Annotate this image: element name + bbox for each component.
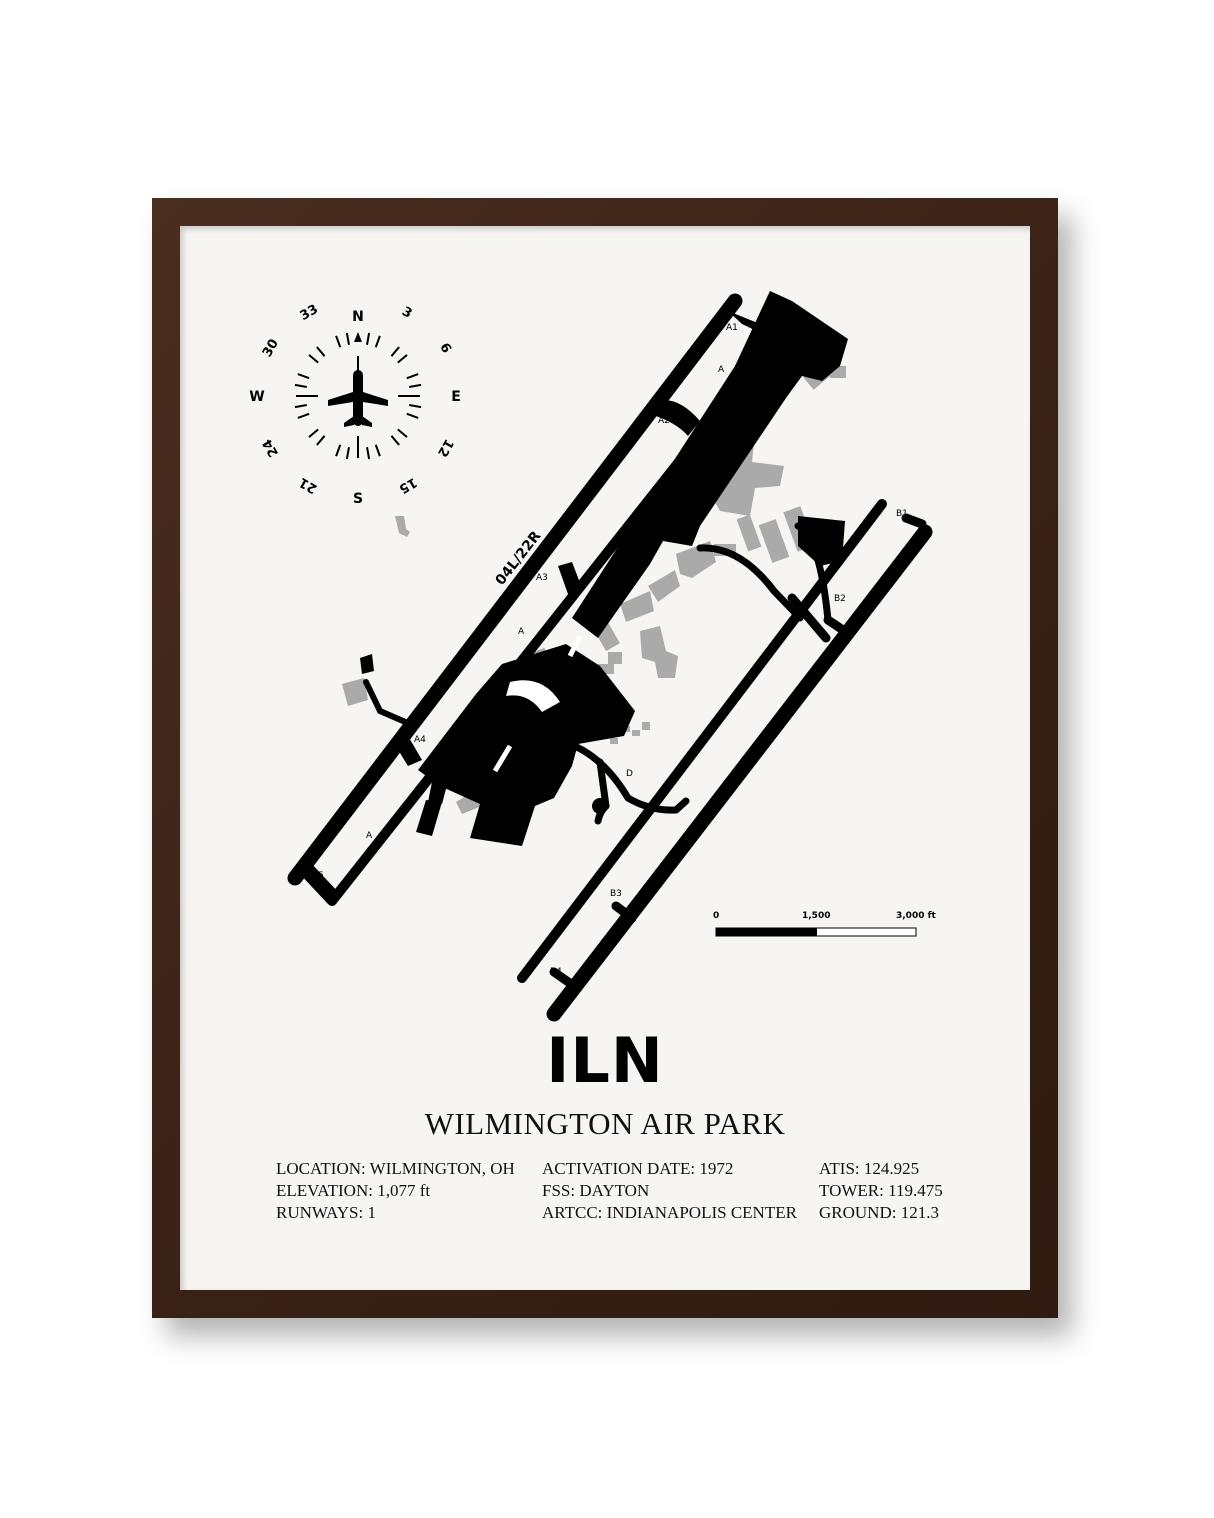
taxiway-connectors xyxy=(298,311,780,904)
compass-rose: N E S W 3 6 12 15 21 24 30 33 xyxy=(249,302,461,507)
info-tower: TOWER: 119.475 xyxy=(819,1181,943,1200)
compass-tick xyxy=(297,373,310,380)
north-pointer-icon xyxy=(354,332,362,342)
runway-04l-22r xyxy=(287,293,743,886)
compass-heading-3: 3 xyxy=(399,304,414,322)
compass-tick xyxy=(406,373,419,380)
compass-tick xyxy=(294,383,307,388)
compass-tick xyxy=(294,404,307,409)
compass-tick xyxy=(366,332,371,345)
taxiway-spur xyxy=(363,679,413,727)
taxiway-label-b4: B4 xyxy=(550,967,562,977)
compass-tick xyxy=(316,346,326,357)
airport-name: WILMINGTON AIR PARK xyxy=(424,1106,786,1141)
taxiway-label-d: D xyxy=(626,769,633,779)
compass-heading-12: 12 xyxy=(434,436,456,459)
airplane-icon xyxy=(328,370,388,427)
taxiway-label-a4: A4 xyxy=(414,735,426,745)
compass-tick xyxy=(316,435,326,446)
info-elevation: ELEVATION: 1,077 ft xyxy=(276,1181,431,1200)
taxiway-label-b: B xyxy=(730,697,736,707)
taxiway-label-a-mid: A xyxy=(518,627,525,637)
taxiway-label-b2: B2 xyxy=(834,594,846,604)
compass-tick xyxy=(397,428,408,438)
taxiway-label-a1: A1 xyxy=(726,323,738,333)
info-fss: FSS: DAYTON xyxy=(542,1181,650,1200)
airport-diagram: N E S W 3 6 12 15 21 24 30 33 xyxy=(249,291,937,1022)
info-column-2: ACTIVATION DATE: 1972 FSS: DAYTON ARTCC:… xyxy=(542,1158,797,1224)
compass-tick xyxy=(390,435,400,446)
taxiway-d xyxy=(556,522,832,825)
info-location: LOCATION: WILMINGTON, OH xyxy=(276,1159,515,1178)
picture-frame: N E S W 3 6 12 15 21 24 30 33 xyxy=(152,198,1058,1318)
info-atis: ATIS: 124.925 xyxy=(819,1159,920,1178)
compass-heading-21: 21 xyxy=(297,474,320,496)
compass-tick xyxy=(345,447,350,460)
info-ground: GROUND: 121.3 xyxy=(819,1203,939,1222)
compass-tick xyxy=(308,428,319,438)
info-activation-date: ACTIVATION DATE: 1972 xyxy=(542,1159,734,1178)
compass-heading-24: 24 xyxy=(260,436,282,459)
building xyxy=(395,516,410,537)
taxiway-label-b3: B3 xyxy=(610,889,622,899)
info-column-3: ATIS: 124.925 TOWER: 119.475 GROUND: 121… xyxy=(819,1158,943,1224)
compass-heading-15: 15 xyxy=(396,474,419,496)
compass-tick xyxy=(297,412,310,419)
compass-heading-6: 6 xyxy=(436,341,454,356)
apron-markings xyxy=(492,634,583,773)
compass-tick xyxy=(397,354,408,364)
compass-tick xyxy=(335,335,342,348)
compass-tick xyxy=(406,412,419,419)
taxiway-label-b1: B1 xyxy=(896,509,908,519)
taxiway-b-connectors xyxy=(549,513,927,991)
taxiway-label-a5: A5 xyxy=(312,871,324,881)
holding-pad xyxy=(592,798,608,814)
compass-heading-33: 33 xyxy=(298,302,321,324)
compass-tick xyxy=(366,447,371,460)
compass-heading-30: 30 xyxy=(260,337,282,360)
compass-tick xyxy=(345,332,350,345)
compass-tick xyxy=(390,346,400,357)
info-artcc: ARTCC: INDIANAPOLIS CENTER xyxy=(542,1203,797,1222)
compass-tick xyxy=(374,444,381,457)
compass-tick xyxy=(335,444,342,457)
compass-tick xyxy=(409,383,422,388)
info-runways: RUNWAYS: 1 xyxy=(276,1203,376,1222)
compass-south-label: S xyxy=(353,491,363,507)
taxiway-label-a-south: A xyxy=(366,831,373,841)
compass-tick xyxy=(308,354,319,364)
scale-bar: 0 1,500 3,000 ft xyxy=(713,911,937,937)
compass-west-label: W xyxy=(249,389,264,405)
compass-ticks xyxy=(294,332,422,460)
apron-island xyxy=(506,680,560,712)
compass-north-label: N xyxy=(352,309,364,325)
taxiway-label-a3: A3 xyxy=(536,573,548,583)
info-column-1: LOCATION: WILMINGTON, OH ELEVATION: 1,07… xyxy=(276,1158,515,1224)
poster-mat: N E S W 3 6 12 15 21 24 30 33 xyxy=(180,226,1030,1290)
scale-label-0: 0 xyxy=(713,911,719,921)
compass-tick xyxy=(374,335,381,348)
taxiway-label-a-north: A xyxy=(718,365,725,375)
runway-b xyxy=(546,524,933,1022)
scale-label-1500: 1,500 xyxy=(802,911,830,921)
scale-label-3000: 3,000 ft xyxy=(896,911,937,921)
taxiway-label-a2: A2 xyxy=(658,416,670,426)
compass-tick xyxy=(409,404,422,409)
airport-code: ILN xyxy=(546,1024,664,1097)
compass-east-label: E xyxy=(451,389,461,405)
apron xyxy=(360,291,848,846)
